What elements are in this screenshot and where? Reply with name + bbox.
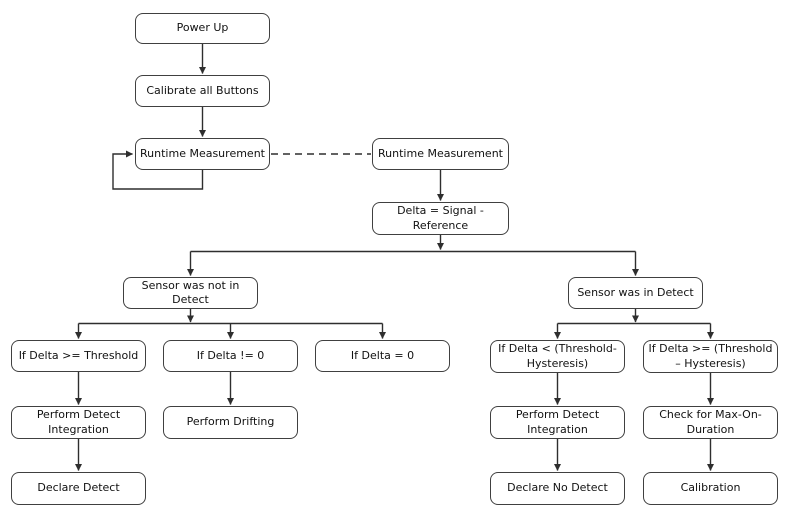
node-if-delta-ne-0: If Delta != 0: [163, 340, 298, 372]
node-perform-drifting: Perform Drifting: [163, 406, 298, 439]
node-declare-detect: Declare Detect: [11, 472, 146, 505]
node-if-delta-ge-threshold: If Delta >= Threshold: [11, 340, 146, 372]
node-calibrate-all-buttons: Calibrate all Buttons: [135, 75, 270, 107]
node-runtime-measurement-left: Runtime Measurement: [135, 138, 270, 170]
node-sensor-was-in-detect: Sensor was in Detect: [568, 277, 703, 309]
node-if-delta-ge-threshold-hysteresis: If Delta >= (Threshold – Hysteresis): [643, 340, 778, 373]
node-if-delta-lt-threshold-hysteresis: If Delta < (Threshold- Hysteresis): [490, 340, 625, 373]
node-runtime-measurement-right: Runtime Measurement: [372, 138, 509, 170]
node-sensor-was-not-in-detect: Sensor was not in Detect: [123, 277, 258, 309]
node-if-delta-eq-0: If Delta = 0: [315, 340, 450, 372]
node-power-up: Power Up: [135, 13, 270, 44]
node-perform-detect-integration-right: Perform Detect Integration: [490, 406, 625, 439]
node-calibration: Calibration: [643, 472, 778, 505]
node-perform-detect-integration-left: Perform Detect Integration: [11, 406, 146, 439]
node-declare-no-detect: Declare No Detect: [490, 472, 625, 505]
node-check-for-max-on-duration: Check for Max-On- Duration: [643, 406, 778, 439]
node-delta-signal-reference: Delta = Signal - Reference: [372, 202, 509, 235]
